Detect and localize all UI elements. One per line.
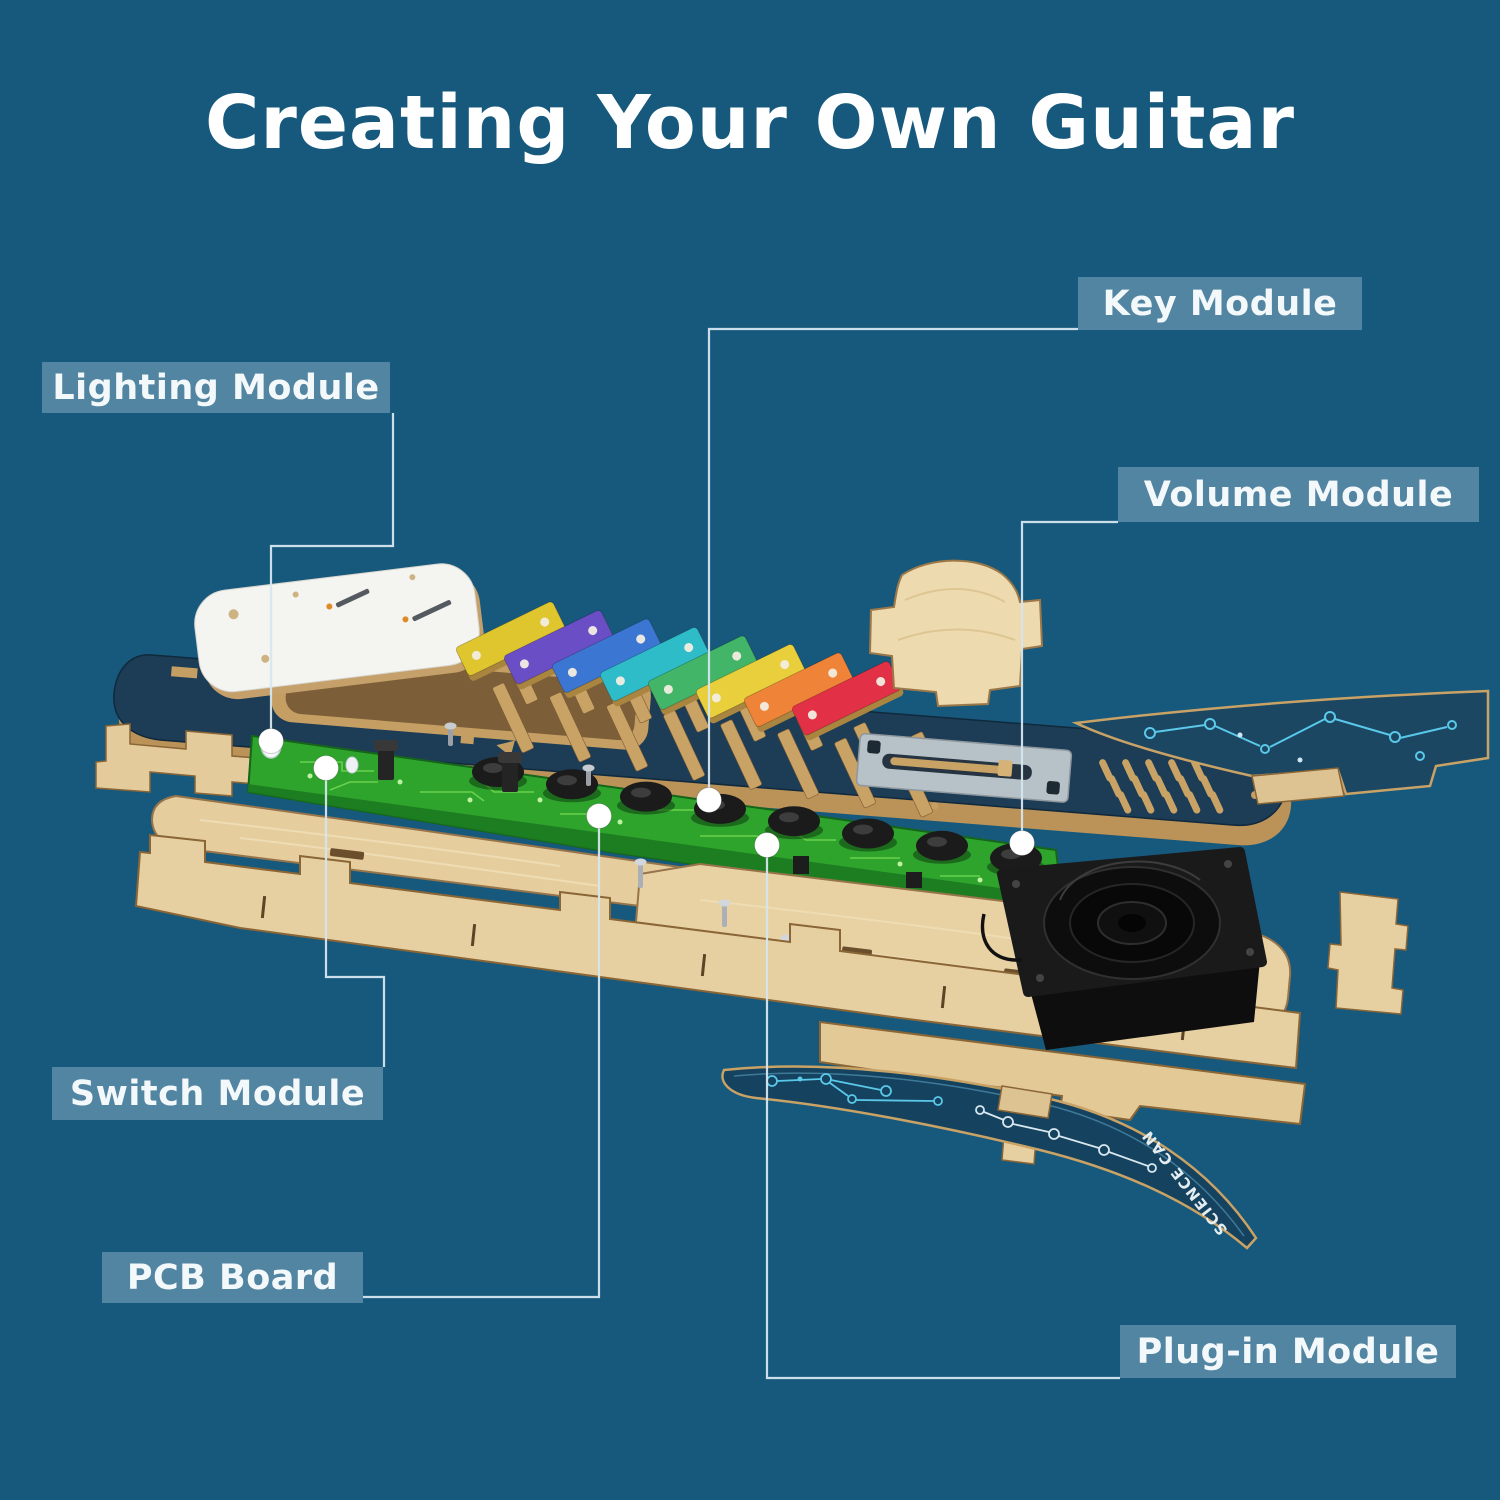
- leader-volume-module: [1020, 520, 1118, 841]
- speaker-grille: [1099, 759, 1224, 814]
- right-connector-piece: [1327, 891, 1409, 1015]
- xylophone-key: [743, 652, 856, 732]
- side-rail-slits: [260, 895, 1187, 1041]
- xylophone-key: [503, 610, 616, 690]
- leader-key-module: [707, 327, 1078, 799]
- dot-lighting-module: [258, 728, 284, 754]
- side-rail: [134, 833, 1302, 1070]
- leader-pcb-board: [363, 818, 601, 1299]
- leader-lines: [269, 327, 1120, 1380]
- right-wing-panel: [1071, 689, 1490, 805]
- dot-key-module: [696, 787, 722, 813]
- label-plug-in-module: Plug-in Module: [1120, 1325, 1456, 1378]
- label-key-module: Key Module: [1078, 277, 1362, 330]
- left-connector-piece: [95, 723, 257, 797]
- wing-tab-bottom: [997, 1085, 1053, 1119]
- wing-circuit-traces: [1144, 711, 1457, 763]
- xylophone-key: [599, 627, 712, 707]
- dot-switch-module: [313, 755, 339, 781]
- page-title: Creating Your Own Guitar: [205, 80, 1295, 166]
- leader-plug-in-module: [765, 847, 1120, 1380]
- xylophone-key: [647, 635, 760, 715]
- dome-keys: [469, 757, 1045, 877]
- dot-volume-module: [1009, 830, 1035, 856]
- pcb-traces: [300, 761, 980, 877]
- dot-plug-in-module: [754, 832, 780, 858]
- volume-slider-plate: [855, 732, 1073, 803]
- speaker-wire: [980, 913, 1023, 962]
- label-switch-module: Switch Module: [52, 1067, 383, 1120]
- pcb-screws: [444, 722, 922, 888]
- xylophone-key: [455, 601, 568, 681]
- label-lighting-module: Lighting Module: [42, 362, 390, 413]
- bottom-wing-traces: [766, 1073, 1157, 1173]
- dot-pcb-board: [586, 803, 612, 829]
- wing-tab: [1251, 767, 1345, 805]
- leader-lighting-module: [269, 413, 395, 738]
- xylophone-keys: [455, 601, 904, 741]
- panel-markings: [228, 574, 452, 663]
- tact-switches: [374, 740, 522, 792]
- label-volume-module: Volume Module: [1118, 467, 1479, 522]
- leader-switch-module: [324, 770, 386, 1067]
- volume-module-piece: [868, 559, 1044, 708]
- leader-dots: [258, 728, 1035, 858]
- pcb-board-part: [246, 722, 1064, 912]
- label-pcb-board: PCB Board: [102, 1252, 363, 1303]
- speaker: [980, 847, 1267, 1050]
